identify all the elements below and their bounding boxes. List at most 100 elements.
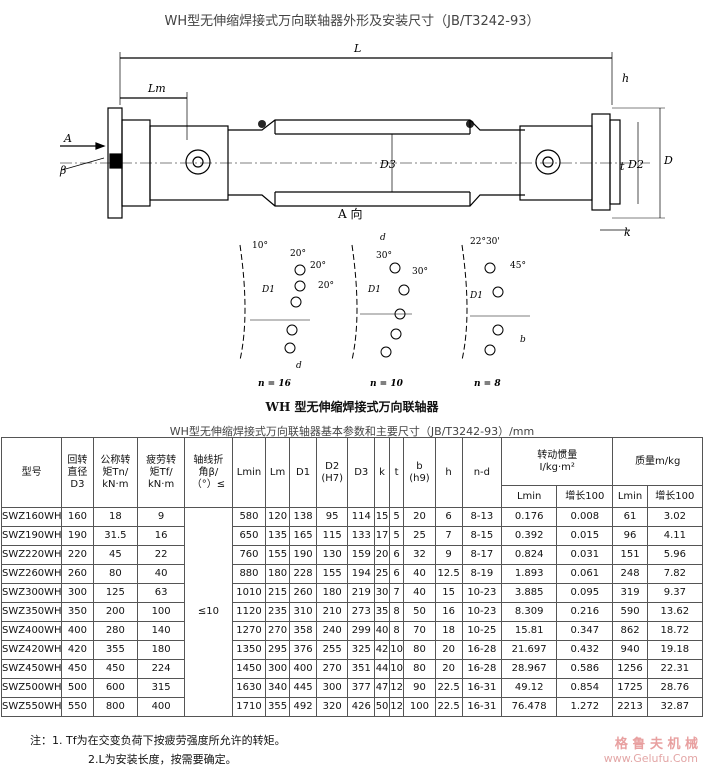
table-cell: 8 bbox=[388, 602, 405, 622]
header-D1: D1 bbox=[289, 437, 318, 508]
table-cell: 19.18 bbox=[646, 640, 704, 660]
table-cell: 0.176 bbox=[501, 507, 558, 527]
dim-L-label: L bbox=[353, 42, 361, 55]
table-cell: SWZ420WH bbox=[0, 640, 63, 660]
table-cell: 31.5 bbox=[92, 526, 139, 546]
table-cell: 63 bbox=[137, 583, 186, 603]
table-cell: 0.216 bbox=[556, 602, 614, 622]
table-cell: 0.008 bbox=[556, 507, 614, 527]
drawing-caption: WH 型无伸缩焊接式万向联轴器 bbox=[265, 400, 439, 414]
table-cell: 6 bbox=[388, 545, 405, 565]
table-cell: 0.015 bbox=[556, 526, 614, 546]
table-cell: 0.031 bbox=[556, 545, 614, 565]
table-cell: 25 bbox=[374, 564, 390, 584]
table-cell: 40 bbox=[137, 564, 186, 584]
table-cell: 355 bbox=[265, 697, 291, 717]
v2-angle1: 30° bbox=[376, 251, 392, 261]
header-t: t bbox=[388, 437, 405, 508]
coupling-drawing: L Lm h D3 D2 D t k A β A 向 10° 20° 20° 2… bbox=[59, 42, 673, 389]
table-cell: 590 bbox=[612, 602, 648, 622]
table-cell: 0.095 bbox=[556, 583, 614, 603]
beta-label: β bbox=[59, 164, 66, 177]
table-cell: 6 bbox=[388, 564, 405, 584]
table-cell: 138 bbox=[289, 507, 318, 527]
table-cell: 2213 bbox=[612, 697, 648, 717]
table-cell: 4.11 bbox=[646, 526, 704, 546]
table-cell: 300 bbox=[316, 678, 349, 698]
table-cell: 1710 bbox=[231, 697, 267, 717]
table-cell: 8-15 bbox=[461, 526, 503, 546]
table-cell: 3.885 bbox=[501, 583, 558, 603]
table-cell: 25 bbox=[403, 526, 436, 546]
header-inertia-lmin: Lmin bbox=[501, 485, 558, 508]
table-cell: 650 bbox=[231, 526, 267, 546]
table-cell: 0.586 bbox=[556, 659, 614, 679]
table-cell: 155 bbox=[316, 564, 349, 584]
table-cell: 0.347 bbox=[556, 621, 614, 641]
v1-n: n = 16 bbox=[258, 379, 292, 389]
table-cell: 8.309 bbox=[501, 602, 558, 622]
header-beta: 轴线折角β/（°）≤ bbox=[184, 437, 233, 508]
table-cell: 7 bbox=[434, 526, 463, 546]
dim-D-label: D bbox=[663, 154, 673, 167]
table-cell: 190 bbox=[61, 526, 94, 546]
table-cell: 15.81 bbox=[501, 621, 558, 641]
table-cell: 215 bbox=[265, 583, 291, 603]
table-cell: 21.697 bbox=[501, 640, 558, 660]
table-cell: 8-19 bbox=[461, 564, 503, 584]
table-cell: 8-17 bbox=[461, 545, 503, 565]
table-cell: 10-25 bbox=[461, 621, 503, 641]
table-cell: 180 bbox=[265, 564, 291, 584]
table-cell: 15 bbox=[434, 583, 463, 603]
table-cell: 580 bbox=[231, 507, 267, 527]
header-Tn: 公称转矩Tn/kN·m bbox=[92, 437, 139, 508]
table-cell: 299 bbox=[347, 621, 376, 641]
table-cell: 50 bbox=[403, 602, 436, 622]
v2-n: n = 10 bbox=[370, 379, 404, 389]
table-cell: 1725 bbox=[612, 678, 648, 698]
header-h: h bbox=[434, 437, 463, 508]
v3-b: b bbox=[520, 335, 526, 345]
table-cell: 16-31 bbox=[461, 697, 503, 717]
header-Lmin: Lmin bbox=[231, 437, 267, 508]
table-cell: SWZ400WH bbox=[0, 621, 63, 641]
v3-angle2: 45° bbox=[510, 261, 526, 271]
v1-d: d bbox=[296, 361, 302, 371]
header-k: k bbox=[374, 437, 390, 508]
table-cell: 377 bbox=[347, 678, 376, 698]
table-cell: 13.62 bbox=[646, 602, 704, 622]
table-cell: 0.061 bbox=[556, 564, 614, 584]
header-inertia-inc: 增长100 bbox=[556, 485, 614, 508]
table-cell: 12.5 bbox=[434, 564, 463, 584]
table-cell: 1010 bbox=[231, 583, 267, 603]
header-mass-inc: 增长100 bbox=[646, 485, 704, 508]
table-cell: 200 bbox=[92, 602, 139, 622]
header-D2: D2(H7) bbox=[316, 437, 349, 508]
table-cell: 325 bbox=[347, 640, 376, 660]
table-cell: 8 bbox=[388, 621, 405, 641]
table-cell: 20 bbox=[403, 507, 436, 527]
table-cell: 420 bbox=[61, 640, 94, 660]
table-cell: 295 bbox=[265, 640, 291, 660]
table-cell: 18 bbox=[434, 621, 463, 641]
table-cell: 32 bbox=[403, 545, 436, 565]
table-cell: 180 bbox=[316, 583, 349, 603]
table-cell: 450 bbox=[92, 659, 139, 679]
table-cell: 8-13 bbox=[461, 507, 503, 527]
table-cell: 255 bbox=[316, 640, 349, 660]
dim-D2-label: D2 bbox=[627, 158, 644, 171]
note-2: 2.L为安装长度，按需要确定。 bbox=[88, 753, 237, 766]
table-cell: 22 bbox=[137, 545, 186, 565]
table-cell: 114 bbox=[347, 507, 376, 527]
table-cell: 219 bbox=[347, 583, 376, 603]
table-cell: 20 bbox=[374, 545, 390, 565]
header-mass: 质量m/kg bbox=[612, 437, 703, 486]
v3-D1: D1 bbox=[469, 291, 483, 301]
v3-angle1: 22°30' bbox=[470, 237, 500, 247]
header-D3: D3 bbox=[347, 437, 376, 508]
